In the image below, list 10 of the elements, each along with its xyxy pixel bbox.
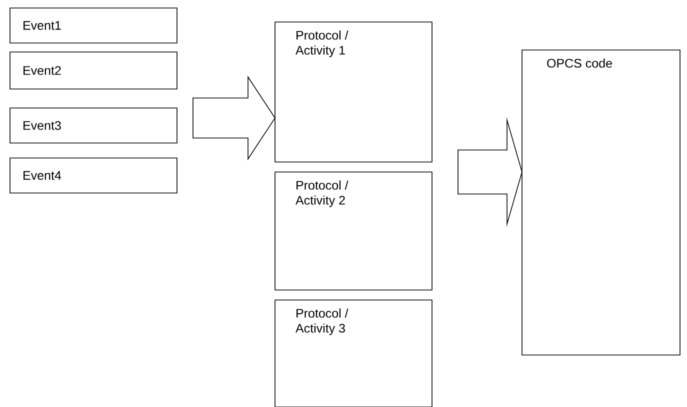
process-box: Protocol / Activity 3 — [274, 300, 432, 407]
block-arrow — [458, 117, 522, 227]
process-box: OPCS code — [522, 50, 680, 356]
process-box: Event4 — [10, 158, 178, 194]
process-box: Event1 — [10, 8, 178, 44]
process-box: Protocol / Activity 1 — [274, 22, 432, 162]
process-box: Event2 — [10, 52, 178, 90]
process-box: Protocol / Activity 2 — [274, 172, 432, 290]
process-box: Event3 — [10, 108, 178, 144]
block-arrow — [192, 76, 276, 160]
